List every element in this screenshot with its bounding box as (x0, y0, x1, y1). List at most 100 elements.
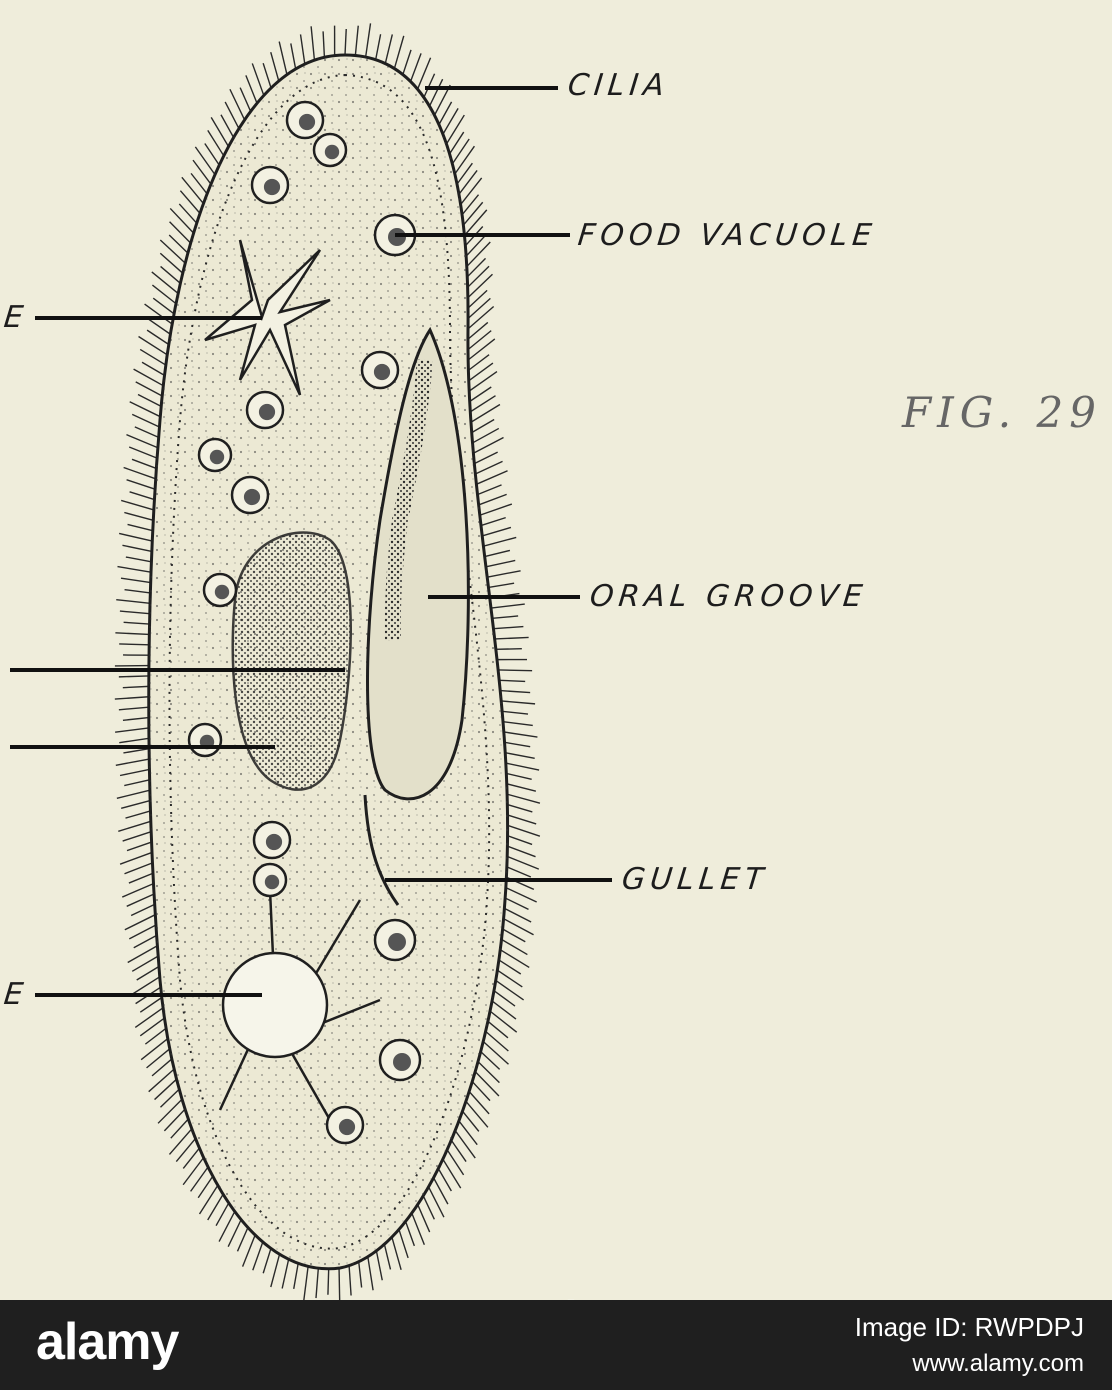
cilium (472, 427, 500, 444)
cilium (467, 330, 492, 351)
cilium (404, 1221, 416, 1247)
cilium (126, 479, 156, 490)
cilium (293, 1263, 299, 1290)
macronucleus (231, 531, 352, 791)
site-url: www.alamy.com (912, 1350, 1084, 1377)
cilium (123, 466, 156, 480)
label-partial-upper: E (2, 300, 30, 335)
cilium (262, 63, 272, 89)
cilium (454, 1130, 476, 1159)
cilium (121, 882, 154, 898)
cilium (178, 203, 198, 224)
cilium (445, 114, 465, 145)
cilium (144, 303, 173, 325)
cilium (456, 162, 473, 185)
cilium (344, 28, 347, 56)
cilium (160, 265, 181, 284)
cilium (117, 565, 152, 573)
cilium (128, 446, 158, 459)
cilium (442, 1158, 462, 1189)
cilium (477, 484, 502, 496)
cilium (501, 700, 536, 705)
cilium (427, 1186, 445, 1218)
cilium (229, 88, 246, 121)
cilium (127, 523, 153, 532)
cilium (494, 636, 529, 640)
cilium (467, 305, 495, 330)
cilium (140, 1038, 169, 1061)
cilium (473, 436, 504, 454)
cilium (460, 177, 483, 206)
food-particle (373, 363, 391, 381)
cilium (124, 862, 153, 875)
cilium (130, 903, 155, 917)
cilium (358, 1261, 363, 1288)
cilium (215, 1202, 230, 1227)
cilium (118, 675, 149, 678)
cilium (130, 976, 161, 996)
cilium (133, 368, 164, 387)
cilium (463, 209, 488, 236)
cilium (492, 615, 519, 620)
cilium (437, 1168, 452, 1192)
cilium (461, 194, 480, 216)
cilium (375, 1250, 383, 1281)
food-particle (265, 833, 283, 851)
cilium (506, 855, 540, 870)
cilium (493, 990, 516, 1007)
cilium (139, 1017, 165, 1037)
label-oral-groove: ORAL GROOVE (588, 579, 869, 614)
cilium (432, 1177, 449, 1205)
cilium (115, 758, 150, 766)
cilium (159, 252, 184, 274)
cilium (151, 271, 179, 294)
cilium (122, 831, 152, 842)
cilium (190, 1166, 209, 1192)
cilium (303, 1266, 309, 1300)
cilium (159, 1088, 180, 1108)
cilium (207, 1193, 224, 1221)
cilium (393, 35, 405, 69)
food-particle (264, 874, 280, 890)
cilium (469, 386, 492, 403)
cilia-fringe (114, 23, 541, 1300)
leader-lines (10, 86, 612, 997)
cilium (477, 1061, 500, 1084)
cilium (503, 918, 534, 936)
food-particle (214, 584, 230, 600)
cilium (190, 172, 208, 195)
cilium (168, 234, 189, 254)
cilium (465, 233, 488, 257)
cilium (262, 1248, 272, 1274)
cilium (122, 716, 149, 722)
cilium (220, 114, 235, 138)
cilium (245, 75, 258, 104)
cilium (139, 996, 163, 1013)
cilium (136, 965, 160, 981)
cilium (482, 1040, 509, 1065)
food-particle (298, 113, 316, 131)
cilium (467, 321, 489, 340)
cilium (154, 1078, 178, 1101)
cilium (144, 1027, 167, 1045)
cilium (423, 73, 436, 98)
image-id: Image ID: RWPDPJ (854, 1312, 1084, 1342)
cilium (490, 603, 525, 609)
cilium (119, 851, 153, 865)
cilium (146, 329, 170, 346)
cilium (507, 845, 536, 858)
cilium (210, 116, 230, 147)
cilium (507, 814, 537, 825)
cilium (374, 34, 382, 60)
cilium (438, 101, 453, 125)
cilium (120, 499, 155, 511)
cilium (505, 752, 535, 760)
cilium (227, 1219, 242, 1247)
food-particle (209, 449, 225, 465)
cilium (487, 1020, 509, 1039)
cilium (502, 720, 533, 727)
cilium (159, 239, 186, 264)
cilium (462, 201, 484, 226)
cilium (496, 969, 523, 988)
cilium (125, 556, 152, 563)
